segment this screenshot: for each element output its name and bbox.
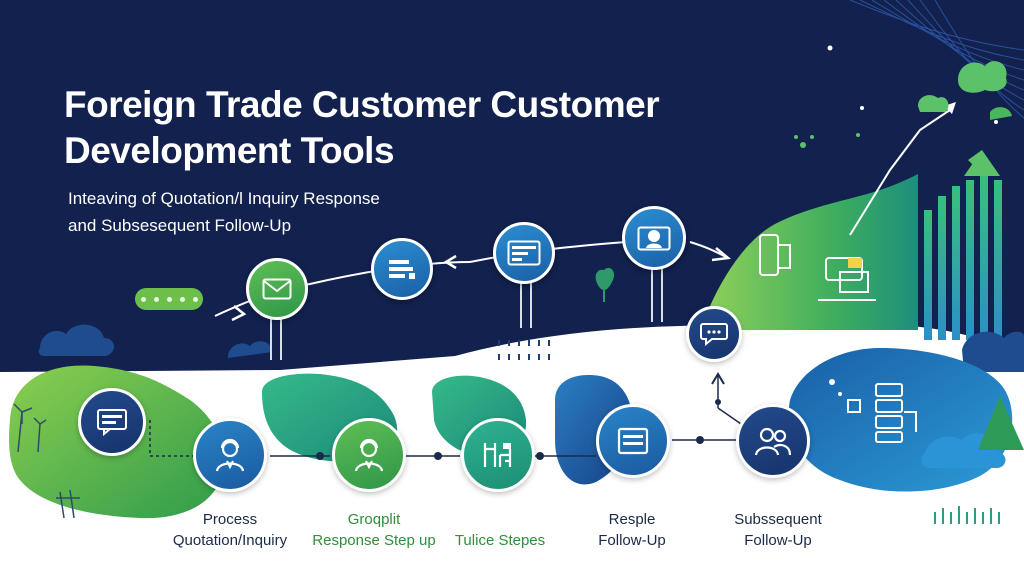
label-line: Follow-Up (744, 532, 812, 549)
document-list-icon (389, 260, 415, 279)
top-node-form[interactable] (493, 222, 555, 284)
browser-user-icon (637, 226, 671, 251)
label-subsequent-follow-up: Subssequent Follow-Up (720, 509, 836, 551)
subtitle-line-1: Inteaving of Quotation/l Inquiry Respons… (68, 189, 380, 208)
label-response-step: Groqplit Response Step up (304, 509, 444, 551)
bottom-node-response[interactable] (332, 418, 406, 492)
page-subtitle: Inteaving of Quotation/l Inquiry Respons… (68, 185, 488, 239)
wind-turbine-icons (13, 403, 47, 453)
chat-box-icon (97, 409, 127, 436)
dot (179, 296, 185, 302)
dot (153, 296, 159, 302)
user-headset-icon (215, 438, 245, 472)
bottom-node-follow-up[interactable] (596, 404, 670, 478)
form-window-icon (507, 240, 541, 266)
label-process-quotation: Process Quotation/Inquiry (150, 509, 310, 551)
envelope-icon (262, 278, 292, 300)
chat-bubble-icon (700, 323, 728, 346)
page-title: Foreign Trade Customer Customer Developm… (64, 82, 784, 174)
dot (192, 296, 198, 302)
bottom-node-subsequent[interactable] (736, 404, 810, 478)
bottom-node-steps[interactable] (461, 418, 535, 492)
label-line: Tulice Stepes (454, 532, 546, 549)
chat-node[interactable] (686, 306, 742, 362)
title-line-1: Foreign Trade Customer Customer (64, 84, 660, 125)
progress-dots-pill (135, 288, 203, 310)
label-tulice-stepes: Tulice Stepes (450, 530, 550, 551)
server-stack-icon (847, 383, 917, 443)
label-line: Subssequent (734, 511, 822, 528)
card-list-icon (617, 427, 649, 455)
subtitle-line-2: and Subsesequent Follow-Up (68, 216, 292, 235)
team-icon (754, 427, 792, 456)
label-resple-follow-up: Resple Follow-Up (582, 509, 682, 551)
top-node-email[interactable] (246, 258, 308, 320)
top-node-browser[interactable] (622, 206, 686, 270)
hill-device-icons (759, 234, 876, 301)
label-line: Response Step up (312, 532, 436, 549)
dot (166, 296, 172, 302)
label-line: Resple (608, 511, 656, 528)
label-line: Groqplit (347, 511, 401, 528)
label-line: Quotation/Inquiry (172, 532, 288, 549)
bottom-node-chat-box[interactable] (78, 388, 146, 456)
steps-chart-icon (483, 443, 512, 467)
bottom-node-process[interactable] (193, 418, 267, 492)
top-node-document[interactable] (371, 238, 433, 300)
title-line-2: Development Tools (64, 130, 395, 171)
label-line: Follow-Up (598, 532, 666, 549)
user-headset-icon (354, 438, 384, 472)
dot (140, 296, 146, 302)
label-line: Process (202, 511, 258, 528)
